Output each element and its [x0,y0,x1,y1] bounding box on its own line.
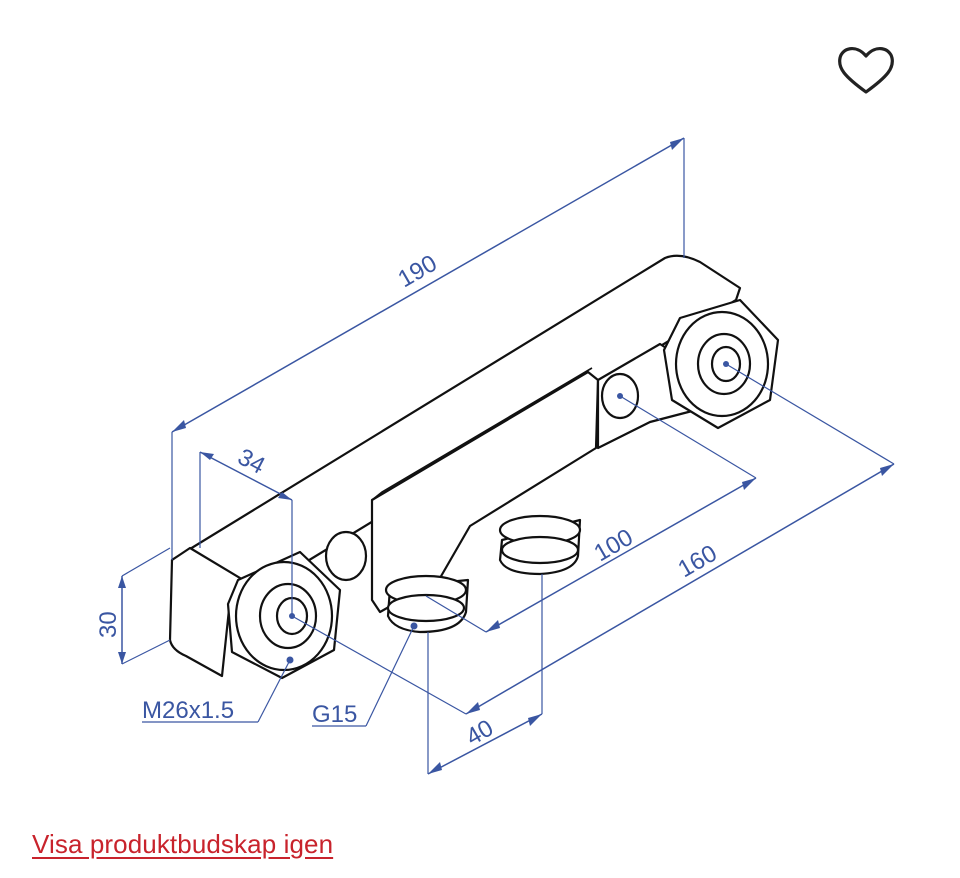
favorite-button[interactable] [834,40,898,100]
reshow-product-message-link[interactable]: Visa produktbudskap igen [32,829,334,859]
inlet-connector-rear [498,514,582,576]
dim-label-34: 34 [233,443,269,479]
left-hex-nut [226,550,342,680]
dim-label-190: 190 [394,250,442,293]
heart-outline-icon [838,47,894,94]
mixer-bar-body [168,254,742,678]
inlet-connector-front [384,574,470,634]
dim-label-30: 30 [95,611,122,638]
thread-label-inlet: G15 [312,701,357,728]
dimension-lines [118,137,895,775]
thread-label-outlet: M26x1.5 [142,697,234,724]
dim-label-40: 40 [462,714,499,751]
dim-label-160: 160 [674,540,722,583]
product-technical-drawing: 190 34 30 100 160 40 M26x1.5 G15 [95,137,895,775]
dim-label-100: 100 [590,524,638,567]
